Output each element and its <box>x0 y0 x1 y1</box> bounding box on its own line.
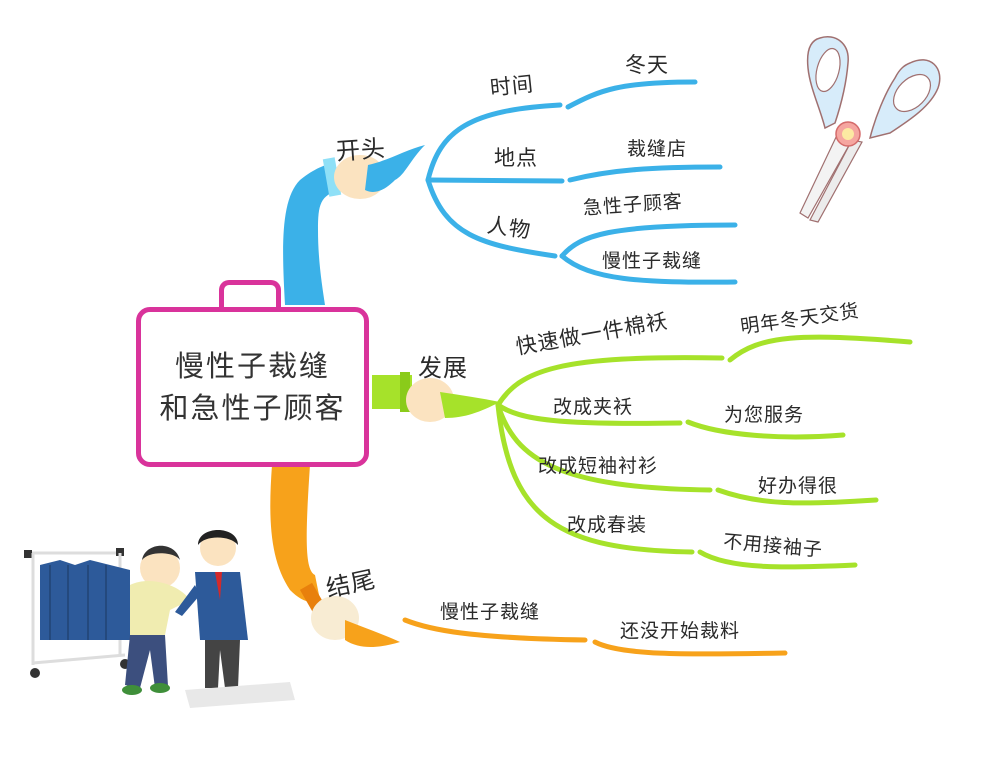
branch-development[interactable]: 发展 <box>418 354 468 382</box>
central-topic[interactable]: 慢性子裁缝 和急性子顾客 <box>136 307 369 467</box>
scissors-icon <box>799 36 941 223</box>
node-winter[interactable]: 冬天 <box>625 53 669 77</box>
branch-lines-development <box>495 334 913 570</box>
clothes-rack <box>24 548 130 678</box>
central-topic-line2: 和急性子顾客 <box>159 391 346 425</box>
node-tailor-shop[interactable]: 裁缝店 <box>627 138 688 160</box>
node-lined-jacket[interactable]: 改成夹袄 <box>553 396 634 418</box>
node-place[interactable]: 地点 <box>494 146 538 170</box>
brush-development <box>372 372 500 422</box>
node-slow-tailor-ending[interactable]: 慢性子裁缝 <box>440 601 541 623</box>
node-not-started-cutting[interactable]: 还没开始裁料 <box>620 620 741 642</box>
branch-opening[interactable]: 开头 <box>335 134 387 166</box>
branch-lines-ending <box>402 617 788 657</box>
brush-opening <box>283 145 425 305</box>
node-characters[interactable]: 人物 <box>485 213 533 243</box>
node-spring-wear[interactable]: 改成春装 <box>567 514 648 536</box>
node-short-sleeve-shirt[interactable]: 改成短袖衬衫 <box>538 455 659 477</box>
branch-lines-opening <box>425 79 738 285</box>
node-easy-to-do[interactable]: 好办得很 <box>758 475 839 497</box>
node-time[interactable]: 时间 <box>488 71 536 101</box>
tailor-figure <box>122 545 190 695</box>
central-topic-handle <box>219 280 281 314</box>
central-topic-line1: 慢性子裁缝 <box>174 348 330 383</box>
customer-figure <box>175 530 295 708</box>
node-at-your-service[interactable]: 为您服务 <box>724 404 805 426</box>
node-slow-tailor[interactable]: 慢性子裁缝 <box>602 250 703 272</box>
brush-ending <box>270 465 400 647</box>
